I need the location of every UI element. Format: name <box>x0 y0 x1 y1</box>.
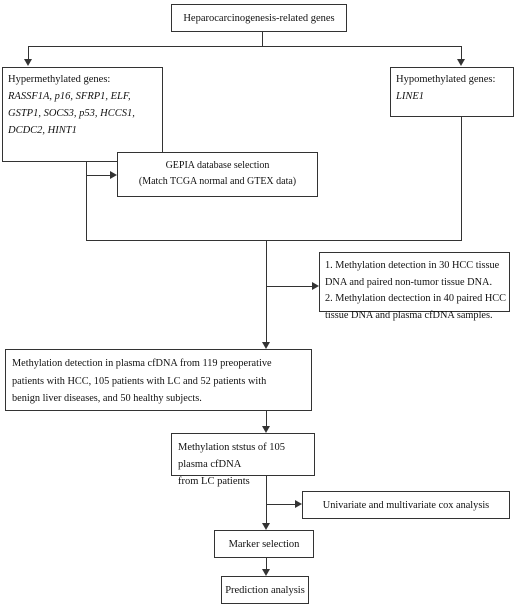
connector-to-cox <box>266 504 295 505</box>
box-hypomethylated-genes: Hypomethylated genes: LINE1 <box>390 67 514 117</box>
hyper-genes-line-2: GSTP1, SOCS3, p53, HCCS1, <box>8 108 135 119</box>
connector-to-gepia <box>86 175 110 176</box>
box-plasma-cfdna-detection: Methylation detection in plasma cfDNA fr… <box>5 349 312 411</box>
hyper-genes-line-1: RASSF1A, p16, SFRP1, ELF, <box>8 91 131 102</box>
plasma-line-2: patients with HCC, 105 patients with LC … <box>12 375 267 387</box>
box-cox-analysis: Univariate and multivariate cox analysis <box>302 491 510 519</box>
arrow-to-hyper <box>24 59 32 66</box>
connector-status-down <box>266 476 267 523</box>
connector-main-down <box>266 240 267 342</box>
connector-hyper-down <box>86 162 87 240</box>
detection-line-4: tissue DNA and plasma cfDNA samples. <box>325 309 493 321</box>
hyper-genes-line-3: DCDC2, HINT1 <box>8 125 77 136</box>
connector-merge-horizontal <box>86 240 462 241</box>
arrow-to-cox <box>295 500 302 508</box>
arrow-to-detection <box>312 282 319 290</box>
gepia-line-2: (Match TCGA normal and GTEX data) <box>138 176 297 187</box>
connector-marker-down <box>266 558 267 569</box>
marker-label: Marker selection <box>228 539 300 550</box>
status-line-1: Methylation ststus of 105 plasma cfDNA <box>178 442 286 470</box>
arrow-to-marker <box>262 523 270 530</box>
connector-plasma-down <box>266 411 267 426</box>
box-prediction-analysis: Prediction analysis <box>221 576 309 604</box>
detection-line-3: 2. Methylation dectection in 40 paired H… <box>325 293 507 304</box>
arrow-to-gepia <box>110 171 117 179</box>
root-label: Heparocarcinogenesis-related genes <box>183 13 335 24</box>
cox-label: Univariate and multivariate cox analysis <box>322 500 490 511</box>
box-hypermethylated-genes: Hypermethylated genes: RASSF1A, p16, SFR… <box>2 67 163 162</box>
plasma-line-3: benign liver diseases, and 50 healthy su… <box>12 393 202 404</box>
gepia-line-1: GEPIA database selection <box>165 160 270 171</box>
connector-to-hypo <box>461 46 462 60</box>
arrow-to-plasma <box>262 342 270 349</box>
arrow-to-status <box>262 426 270 433</box>
arrow-to-prediction <box>262 569 270 576</box>
box-marker-selection: Marker selection <box>214 530 314 558</box>
detection-line-2: DNA and paired non-tumor tissue DNA. <box>325 276 493 288</box>
hyper-title: Hypermethylated genes: <box>8 74 111 85</box>
connector-root-down <box>262 32 263 46</box>
detection-line-1: 1. Methylation detection in 30 HCC tissu… <box>325 260 500 271</box>
box-heparocarcinogenesis-genes: Heparocarcinogenesis-related genes <box>171 4 347 32</box>
box-methylation-detection-tissue: 1. Methylation detection in 30 HCC tissu… <box>319 252 510 321</box>
plasma-line-1: Methylation detection in plasma cfDNA fr… <box>12 358 272 369</box>
connector-to-detection <box>266 286 312 287</box>
connector-hypo-down <box>461 117 462 240</box>
box-gepia-selection: GEPIA database selection (Match TCGA nor… <box>117 152 318 197</box>
connector-branch-horizontal <box>28 46 462 47</box>
arrow-to-hypo <box>457 59 465 66</box>
status-line-2: from LC patients <box>178 476 250 487</box>
connector-to-hyper <box>28 46 29 60</box>
box-methylation-status-lc: Methylation ststus of 105 plasma cfDNA f… <box>171 433 315 487</box>
prediction-label: Prediction analysis <box>225 585 305 596</box>
hypo-title: Hypomethylated genes: <box>396 74 496 85</box>
hypo-gene: LINE1 <box>396 91 425 102</box>
